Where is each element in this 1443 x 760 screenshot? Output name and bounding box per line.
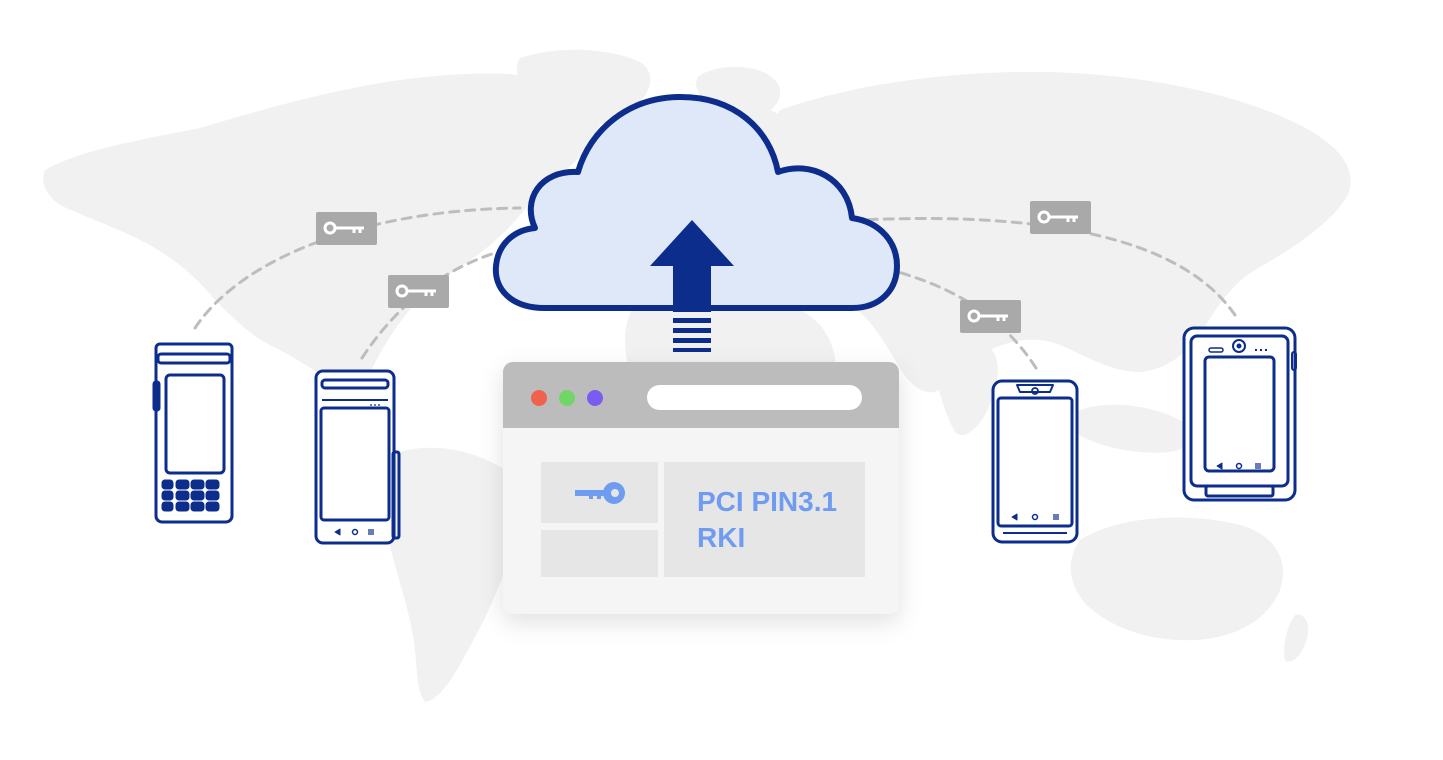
- pos-terminal-printer-icon: [314, 369, 401, 545]
- key-tag-2: [388, 275, 449, 308]
- key-icon: [323, 221, 364, 235]
- key-icon: [395, 284, 436, 298]
- empty-panel: [541, 530, 658, 577]
- connection-line-1: [193, 206, 522, 330]
- smart-pos-terminal-icon: [991, 379, 1079, 544]
- cert-line-2: RKI: [697, 522, 745, 553]
- cloud-shape: [492, 93, 900, 311]
- cert-panel: [664, 462, 865, 577]
- tablet-pos-terminal-icon: [1182, 326, 1297, 502]
- window-dot-green: [559, 390, 575, 406]
- window-dot-red: [531, 390, 547, 406]
- key-tag-4: [960, 300, 1021, 333]
- console-window: PCI PIN3.1 RKI: [503, 362, 899, 614]
- address-bar[interactable]: [647, 385, 862, 410]
- keypad-pos-terminal-icon: [152, 342, 234, 524]
- window-dot-purple: [587, 390, 603, 406]
- key-tag-1: [316, 212, 377, 245]
- key-icon: [1037, 210, 1078, 224]
- upload-arrow-icon: [650, 220, 734, 352]
- key-icon: [575, 482, 625, 504]
- connection-line-4: [858, 216, 1237, 317]
- key-tag-3: [1030, 201, 1091, 234]
- cloud-upload-icon: [492, 93, 900, 352]
- key-icon: [967, 309, 1008, 323]
- cert-line-1: PCI PIN3.1: [697, 486, 837, 517]
